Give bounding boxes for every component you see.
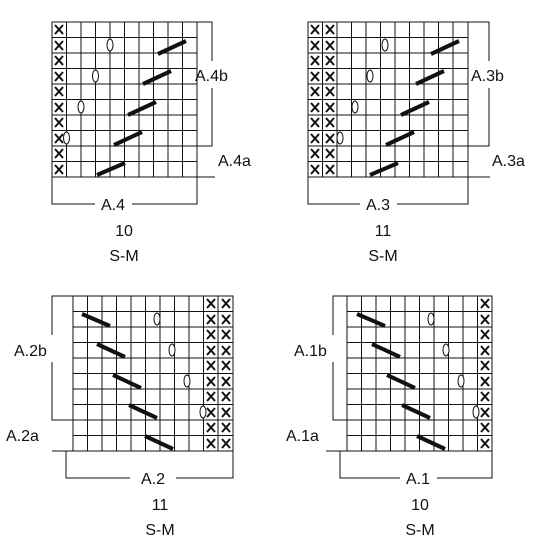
chart-a1-decrease-symbols xyxy=(356,312,446,451)
chart-a2-label: A.2 xyxy=(141,471,165,488)
chart-a2-sub-a-label: A.2a xyxy=(6,428,39,445)
chart-a2: A.2b A.2a A.2 11 S-M xyxy=(6,295,234,539)
chart-a2-sub-b-label: A.2b xyxy=(14,343,47,360)
chart-a4-grid xyxy=(51,21,198,178)
chart-a4-sub-b-label: A.4b xyxy=(195,68,228,85)
chart-a2-brackets xyxy=(51,295,234,479)
chart-a3-cross-symbols xyxy=(310,24,335,175)
chart-a4-cross-symbols xyxy=(54,24,64,175)
chart-a4-eyelet-symbols xyxy=(63,38,114,145)
chart-a1-sub-a-label: A.1a xyxy=(286,428,319,445)
chart-a1-cross-symbols xyxy=(480,298,490,449)
chart-a1-brackets xyxy=(326,295,493,479)
chart-a4-sub-a-label: A.4a xyxy=(218,153,251,170)
chart-a2-cross-symbols xyxy=(206,298,231,449)
chart-a1-grid xyxy=(346,295,493,452)
chart-a1-label: A.1 xyxy=(406,471,430,488)
chart-a3-sub-b-label: A.3b xyxy=(471,68,504,85)
chart-a4-label: A.4 xyxy=(101,197,125,214)
chart-a1: A.1b A.1a A.1 10 S-M xyxy=(286,295,493,539)
chart-a2-grid xyxy=(72,295,234,452)
chart-a2-eyelet-symbols xyxy=(153,312,207,419)
chart-a3-size: S-M xyxy=(368,248,397,265)
chart-a4-decrease-symbols xyxy=(96,39,187,177)
chart-a3-sub-a-label: A.3a xyxy=(492,153,525,170)
chart-a1-size: S-M xyxy=(405,522,434,539)
chart-a1-eyelet-symbols xyxy=(427,312,480,419)
chart-a2-size: S-M xyxy=(145,522,174,539)
chart-a3-grid xyxy=(307,21,469,178)
chart-a3: A.3b A.3a A.3 11 S-M xyxy=(307,21,525,265)
chart-a3-decrease-symbols xyxy=(369,39,460,177)
chart-a1-sub-b-label: A.1b xyxy=(294,343,327,360)
chart-a4-brackets xyxy=(51,21,215,205)
chart-a3-eyelet-symbols xyxy=(336,38,389,145)
chart-a3-stitch-count: 11 xyxy=(375,223,392,240)
chart-a1-stitch-count: 10 xyxy=(411,497,429,514)
chart-a2-decrease-symbols xyxy=(81,312,174,451)
chart-a2-stitch-count: 11 xyxy=(152,497,169,514)
chart-a4-size: S-M xyxy=(109,248,138,265)
chart-a4: A.4b A.4a A.4 10 S-M xyxy=(51,21,251,265)
chart-a3-brackets xyxy=(307,21,490,205)
chart-a4-stitch-count: 10 xyxy=(115,223,133,240)
chart-a3-label: A.3 xyxy=(366,197,390,214)
